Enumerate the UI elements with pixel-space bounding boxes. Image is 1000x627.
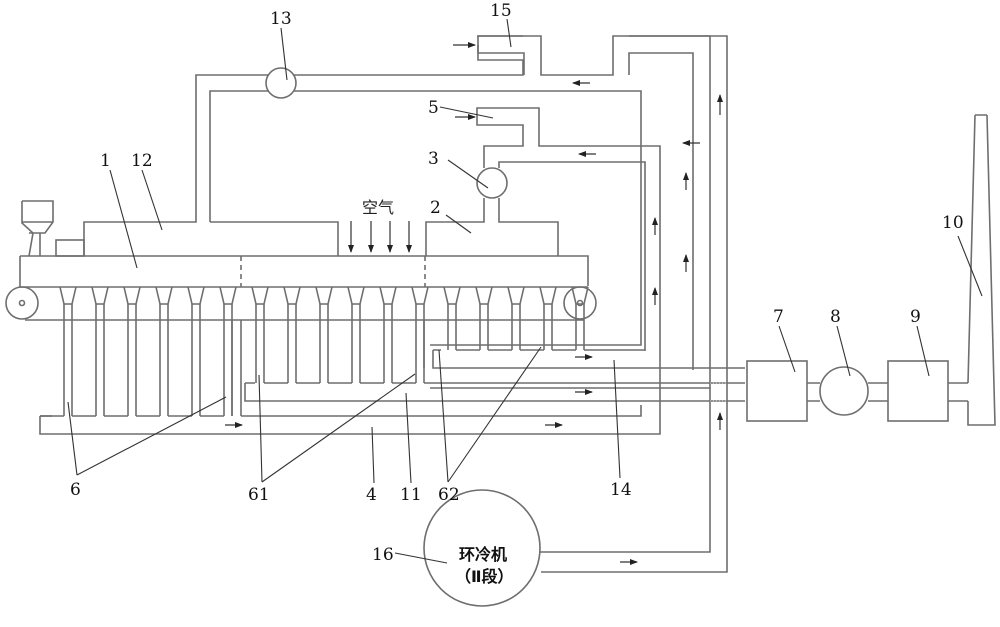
ignition-furnace bbox=[55, 239, 85, 257]
fan-13 bbox=[265, 67, 297, 99]
hood-2 bbox=[425, 198, 559, 256]
label-10: 10 bbox=[942, 213, 964, 233]
label-6: 6 bbox=[70, 480, 81, 500]
hood-12-right bbox=[210, 221, 339, 256]
windbox-funnel bbox=[571, 286, 589, 305]
air-inlet-arrows bbox=[348, 221, 412, 253]
sinter-machine bbox=[5, 200, 597, 321]
unit-9 bbox=[887, 360, 949, 422]
windbox-funnel bbox=[123, 286, 141, 305]
mixer-15 bbox=[430, 35, 711, 389]
label-5: 5 bbox=[428, 98, 439, 118]
main-duct-4 bbox=[39, 386, 661, 435]
hood-12 bbox=[83, 35, 642, 346]
label-7: 7 bbox=[773, 307, 784, 327]
ring-cooler-16 bbox=[423, 489, 541, 607]
label-16: 16 bbox=[372, 545, 394, 565]
connect-7-8-9 bbox=[807, 382, 968, 402]
label-62: 62 bbox=[438, 485, 460, 505]
windbox-funnel bbox=[507, 286, 525, 305]
label-61: 61 bbox=[248, 485, 270, 505]
mixer-15-box bbox=[477, 36, 525, 75]
windbox-funnel bbox=[379, 286, 397, 305]
part-labels: 1 12 13 15 5 3 2 6 61 4 11 62 14 16 7 8 … bbox=[70, 1, 964, 565]
label-12: 12 bbox=[131, 151, 153, 171]
cooler-ducts bbox=[540, 35, 728, 573]
machine-body bbox=[19, 255, 589, 287]
label-8: 8 bbox=[830, 307, 841, 327]
label-2: 2 bbox=[430, 198, 441, 218]
head-pulley bbox=[5, 286, 39, 320]
tail-pulley bbox=[563, 286, 597, 320]
windbox-funnel bbox=[187, 286, 205, 305]
label-3: 3 bbox=[428, 149, 439, 169]
feed-hopper bbox=[21, 200, 54, 257]
air-label: 空气 bbox=[362, 198, 394, 217]
windbox-funnel bbox=[347, 286, 365, 305]
windbox-funnel bbox=[219, 286, 237, 305]
fan-8 bbox=[819, 366, 869, 416]
label-1: 1 bbox=[100, 151, 111, 171]
windbox-funnel bbox=[539, 286, 557, 305]
chimney-10 bbox=[967, 114, 996, 426]
head-pulley-axle bbox=[18, 299, 26, 307]
windbox-funnel bbox=[59, 286, 77, 305]
windbox-funnel bbox=[155, 286, 173, 305]
cooler-label-line1: 环冷机 bbox=[459, 545, 507, 564]
tail-pulley-axle bbox=[576, 299, 584, 307]
unit-7 bbox=[746, 360, 808, 422]
fan-3-ducts bbox=[476, 107, 661, 386]
windbox-funnel bbox=[251, 286, 269, 305]
windbox-funnel bbox=[411, 286, 429, 305]
windbox-funnel bbox=[91, 286, 109, 305]
cooler-label-line2: （Ⅱ段） bbox=[455, 567, 514, 586]
windbox-funnel bbox=[475, 286, 493, 305]
duct-11 bbox=[241, 405, 642, 417]
windbox-funnel bbox=[283, 286, 301, 305]
duct-14 bbox=[432, 349, 745, 369]
windbox-funnel bbox=[443, 286, 461, 305]
windboxes bbox=[40, 286, 645, 417]
label-13: 13 bbox=[270, 9, 292, 29]
windbox-funnel bbox=[315, 286, 333, 305]
return-line-inner bbox=[628, 52, 694, 370]
label-9: 9 bbox=[910, 307, 921, 327]
label-15: 15 bbox=[490, 1, 512, 21]
duct-11-inner bbox=[244, 382, 745, 402]
leader-lines bbox=[67, 18, 983, 564]
flow-arrows bbox=[225, 42, 723, 565]
label-4: 4 bbox=[366, 485, 377, 505]
fan-3 bbox=[476, 167, 508, 199]
label-14: 14 bbox=[610, 480, 632, 500]
label-11: 11 bbox=[400, 485, 422, 505]
pipe-crossings bbox=[710, 382, 727, 402]
